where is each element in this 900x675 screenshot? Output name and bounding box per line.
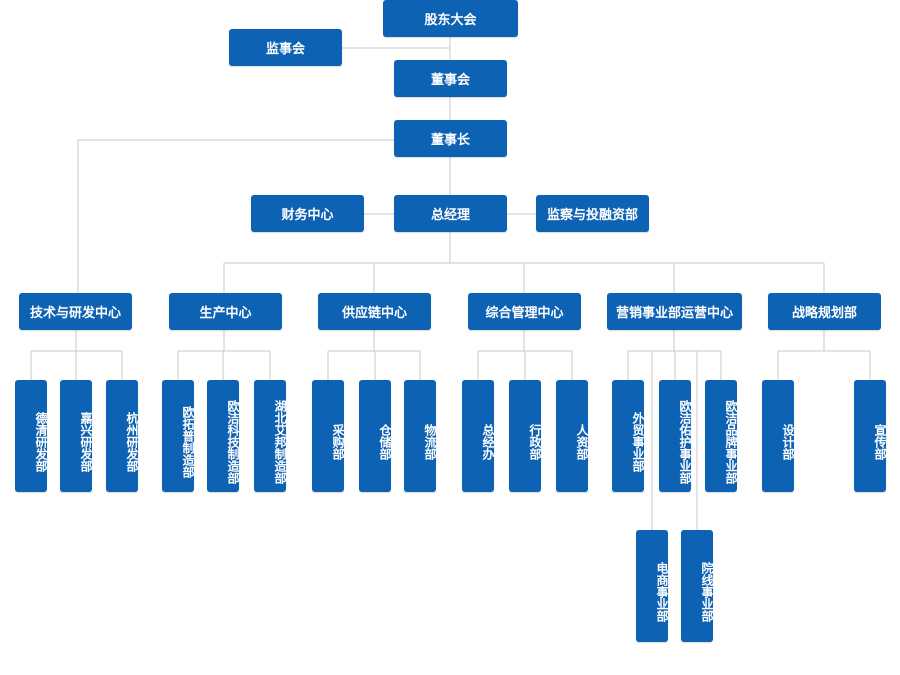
node-dept: 设计部 [762, 380, 794, 492]
node-dept: 杭州研发部 [106, 380, 138, 492]
node-dept: 院线事业部 [681, 530, 713, 642]
node-audit-investment: 监察与投融资部 [536, 195, 649, 232]
node-dept: 行政部 [509, 380, 541, 492]
node-supervisory-board: 监事会 [229, 29, 342, 66]
node-dept: 物流部 [404, 380, 436, 492]
node-dept: 仓储部 [359, 380, 391, 492]
node-dept: 欧拓普制造部 [162, 380, 194, 492]
node-center-supply-chain: 供应链中心 [318, 293, 431, 330]
node-dept: 湖北艾邦制造部 [254, 380, 286, 492]
node-dept: 总经办 [462, 380, 494, 492]
node-dept: 欧洁品牌事业部 [705, 380, 737, 492]
node-dept: 外贸事业部 [612, 380, 644, 492]
node-finance-center: 财务中心 [251, 195, 364, 232]
node-shareholders-meeting: 股东大会 [383, 0, 518, 37]
node-center-marketing-ops: 营销事业部运营中心 [607, 293, 742, 330]
node-board-of-directors: 董事会 [394, 60, 507, 97]
node-dept: 采购部 [312, 380, 344, 492]
node-chairman: 董事长 [394, 120, 507, 157]
node-dept: 欧洁科技制造部 [207, 380, 239, 492]
node-center-general-admin: 综合管理中心 [468, 293, 581, 330]
node-dept: 嘉兴研发部 [60, 380, 92, 492]
node-dept: 欧洁佑护事业部 [659, 380, 691, 492]
node-dept: 人资部 [556, 380, 588, 492]
node-center-strategy: 战略规划部 [768, 293, 881, 330]
node-dept: 宣传部 [854, 380, 886, 492]
node-center-tech-rd: 技术与研发中心 [19, 293, 132, 330]
node-dept: 电商事业部 [636, 530, 668, 642]
node-dept: 德清研发部 [15, 380, 47, 492]
node-general-manager: 总经理 [394, 195, 507, 232]
node-center-production: 生产中心 [169, 293, 282, 330]
